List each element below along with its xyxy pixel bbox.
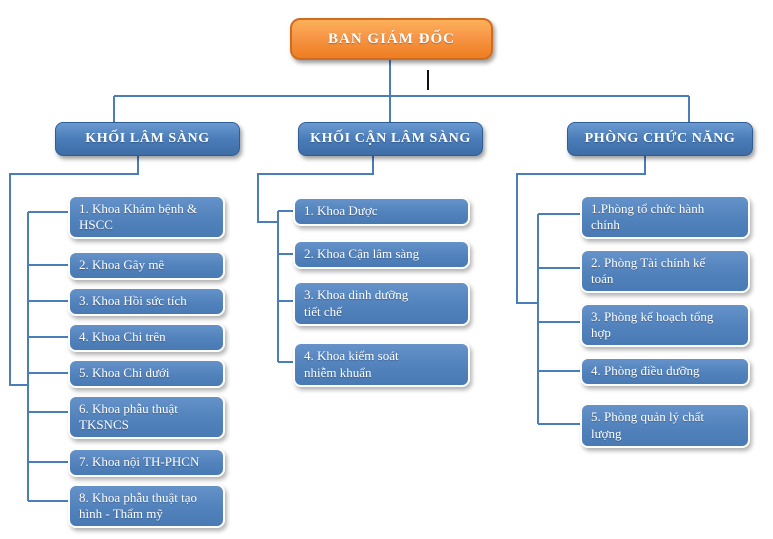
org-node-group-clinical: KHỐI LÂM SÀNG [55, 122, 240, 156]
org-node-item: 1.Phòng tổ chức hành chính [580, 195, 750, 239]
org-node-item: 2. Phòng Tài chính kế toán [580, 249, 750, 293]
org-node-root: BAN GIÁM ĐỐC [290, 18, 493, 60]
org-node-item: 3. Khoa dinh dưỡng tiết chế [293, 281, 470, 326]
org-node-item: 3. Phòng kế hoạch tổng hợp [580, 303, 750, 347]
connector-group2-stubs [278, 210, 293, 363]
org-node-item: 4. Phòng điều dưỡng [580, 357, 750, 386]
org-node-group-functional: PHÒNG CHỨC NĂNG [567, 122, 753, 156]
connector-group1-elbow [9, 156, 139, 386]
connector-group1-stubs [28, 211, 68, 502]
org-node-item: 5. Phòng quản lý chất lượng [580, 403, 750, 448]
org-node-item: 2. Khoa Gây mê [68, 251, 225, 280]
connector-group3-elbow [516, 156, 646, 304]
org-node-item: 1. Khoa Khám bệnh & HSCC [68, 195, 225, 239]
org-node-item: 1. Khoa Dược [293, 197, 470, 226]
org-node-item: 4. Khoa kiểm soát nhiễm khuẩn [293, 342, 470, 387]
org-node-item: 2. Khoa Cận lâm sàng [293, 240, 470, 269]
org-node-item: 7. Khoa nội TH-PHCN [68, 448, 225, 477]
connector-group3-stubs [538, 213, 580, 425]
org-node-item: 5. Khoa Chi dưới [68, 359, 225, 388]
org-node-item: 6. Khoa phẫu thuật TKSNCS [68, 395, 225, 439]
org-node-group-paraclinical: KHỐI CẬN LÂM SÀNG [298, 122, 483, 156]
connector-group2-elbow [257, 156, 374, 223]
org-node-item: 8. Khoa phẫu thuật tạo hình - Thẩm mỹ [68, 484, 225, 528]
org-node-item: 3. Khoa Hồi sức tích [68, 287, 225, 316]
org-node-item: 4. Khoa Chi trên [68, 323, 225, 352]
connector-root-rail [113, 60, 690, 122]
